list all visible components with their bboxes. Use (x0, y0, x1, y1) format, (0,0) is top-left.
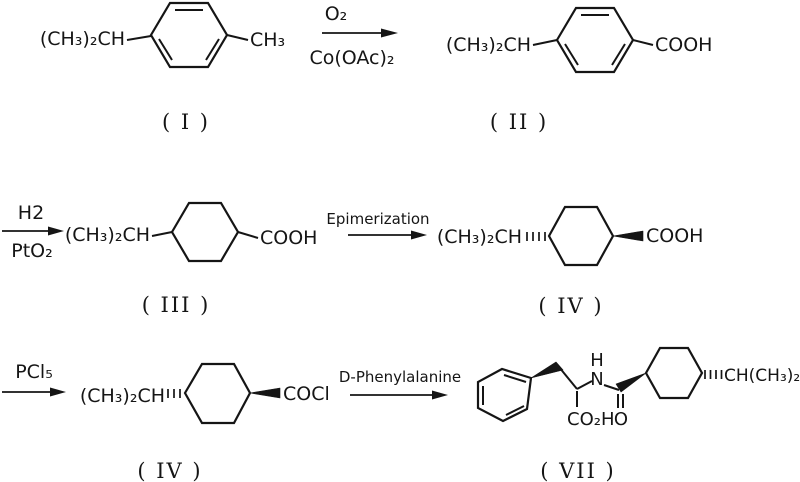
cyclohexane-ring (547, 205, 615, 267)
epimerization-condition-text: Epimerization (326, 210, 429, 228)
isopropyl-group-text: (CH₃)₂CH (80, 385, 165, 407)
hydrogen-condition-text: H2 (18, 202, 44, 224)
benzene-ring (476, 367, 533, 423)
platinum-oxide-condition-text: PtO₂ (11, 240, 52, 262)
arrow-head (411, 230, 427, 240)
double-bond-inner (205, 38, 220, 61)
oxygen-condition-text: O₂ (325, 3, 348, 25)
arrow-head (48, 226, 64, 236)
isopropyl-group-text: (CH₃)₂CH (446, 34, 531, 56)
isopropyl-group-text: (CH₃)₂CH (40, 28, 125, 50)
double-bond-inner (158, 38, 173, 61)
amide-hydrogen-text: H (590, 350, 604, 371)
pcl5-condition-text: PCl₅ (15, 361, 53, 383)
compound-VII: H N CO₂H O CH(CH₃)₂ ( VII ) (476, 346, 800, 482)
isopropyl-group-text: (CH₃)₂CH (437, 226, 522, 248)
single-bond (632, 39, 654, 46)
compound-I-label: ( I ) (162, 110, 210, 134)
benzene-ring (149, 1, 229, 69)
benzylic-wedge-bond (530, 361, 564, 379)
wedge-bond (249, 387, 281, 399)
carboxyl-group-text: COOH (655, 34, 712, 56)
carboxyl-group-text: CO₂H (567, 409, 615, 430)
acyl-chloride-group-text: COCl (283, 383, 330, 405)
single-bond (126, 35, 152, 41)
amide-nitrogen-text: N (590, 369, 603, 390)
cobalt-acetate-condition-text: Co(OAc)₂ (309, 47, 394, 69)
arrow-head (432, 390, 448, 400)
arrow-head (50, 387, 66, 397)
cyclohexane-ring (170, 201, 240, 263)
compound-IV-label: ( IV ) (538, 294, 603, 318)
oxidation-arrow: O₂ Co(OAc)₂ (309, 3, 398, 69)
single-bond (237, 231, 259, 239)
single-bond (532, 39, 558, 46)
wedge-bond (615, 372, 647, 393)
cyclohexane-ring (183, 362, 252, 425)
compound-II-label: ( II ) (490, 110, 548, 134)
double-bond-inner (611, 43, 626, 66)
wedge-bond (612, 230, 644, 242)
compound-IV-acid-chloride: (CH₃)₂CH COCl ( IV ) (80, 362, 330, 482)
isopropyl-group-text: CH(CH₃)₂ (724, 366, 800, 386)
chlorination-arrow: PCl₅ (2, 361, 66, 397)
carboxyl-group-text: COOH (646, 225, 703, 247)
d-phenylalanine-condition-text: D-Phenylalanine (339, 368, 461, 386)
single-bond (603, 384, 620, 391)
single-bond (226, 34, 249, 41)
hydrogenation-arrow: H2 PtO₂ (2, 202, 64, 262)
compound-IV-acid: (CH₃)₂CH COOH ( IV ) (437, 205, 703, 318)
compound-IV-label: ( IV ) (137, 459, 202, 482)
compound-I: (CH₃)₂CH CH₃ ( I ) (40, 1, 285, 134)
carboxyl-group-text: COOH (260, 227, 317, 249)
compound-II: (CH₃)₂CH COOH ( II ) (446, 6, 712, 134)
double-bond-inner (503, 374, 527, 383)
cyclohexane-ring (644, 346, 704, 400)
amidation-arrow: D-Phenylalanine (339, 368, 461, 400)
double-bond-inner (505, 405, 525, 416)
carbonyl-oxygen-text: O (614, 409, 628, 430)
isopropyl-group-text: (CH₃)₂CH (65, 224, 150, 246)
compound-III: (CH₃)₂CH COOH ( III ) (65, 201, 317, 317)
single-bond (576, 380, 593, 390)
benzene-ring (555, 6, 635, 74)
compound-VII-label: ( VII ) (540, 459, 616, 482)
single-bond (151, 231, 173, 237)
arrow-head (381, 28, 398, 38)
methyl-group-text: CH₃ (250, 29, 285, 51)
epimerization-arrow: Epimerization (326, 210, 430, 240)
compound-III-label: ( III ) (142, 293, 211, 317)
single-bond (558, 366, 578, 390)
double-bond-inner (564, 43, 579, 66)
